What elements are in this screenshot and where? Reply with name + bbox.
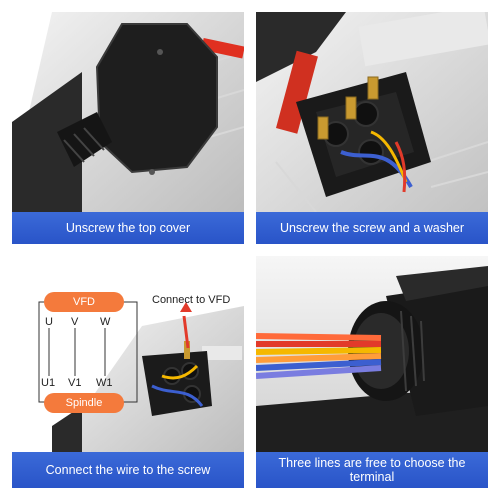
caption-step-1: Unscrew the top cover [12, 212, 244, 244]
caption-step-4: Three lines are free to choose the termi… [256, 452, 488, 488]
photo-cable-gland [256, 256, 488, 456]
connect-to-vfd-callout: Connect to VFD [152, 294, 231, 306]
caption-step-2: Unscrew the screw and a washer [256, 212, 488, 244]
vfd-label: VFD [44, 292, 124, 312]
photo-terminal-block [256, 12, 488, 212]
step-panel-4: Three lines are free to choose the termi… [256, 256, 488, 488]
step-panel-2: Unscrew the screw and a washer [256, 12, 488, 244]
caption-step-3: Connect the wire to the screw [12, 452, 244, 488]
terminal-v: V [71, 316, 79, 328]
spindle-label: Spindle [44, 393, 124, 413]
terminal-v1: V1 [68, 377, 82, 389]
step-panel-1: Unscrew the top cover [12, 12, 244, 244]
photo-top-cover [12, 12, 244, 212]
terminal-w1: W1 [96, 377, 113, 389]
terminal-w: W [100, 316, 111, 328]
step-panel-3: VFD U V W U1 V1 W1 Spindle Connect to VF… [12, 256, 244, 488]
terminal-u: U [45, 316, 53, 328]
terminal-u1: U1 [41, 377, 56, 389]
photo-wiring-diagram: VFD U V W U1 V1 W1 Spindle Connect to VF… [12, 256, 244, 456]
